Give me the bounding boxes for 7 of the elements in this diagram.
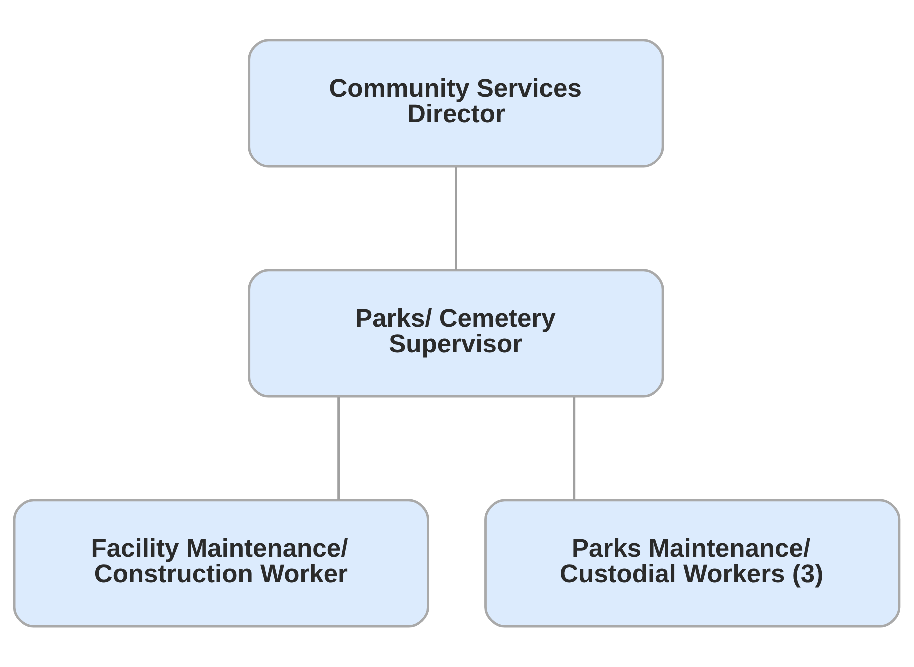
node-box: Parks/ Cemetery Supervisor — [248, 269, 664, 398]
node-box: Parks Maintenance/ Custodial Workers (3) — [484, 499, 901, 628]
connector — [338, 396, 340, 500]
node-box: Facility Maintenance/ Construction Worker — [13, 499, 430, 628]
node-box: Community Services Director — [248, 39, 664, 168]
connector — [573, 396, 576, 500]
connector — [455, 166, 458, 270]
